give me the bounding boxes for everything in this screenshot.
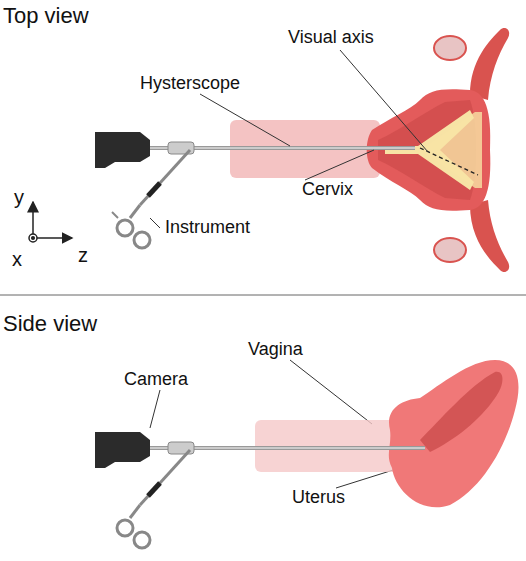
part-label: Camera (124, 370, 188, 390)
axes (29, 202, 72, 242)
axis-label: y (14, 186, 24, 208)
uterus-side (389, 360, 519, 507)
camera-top (95, 132, 150, 168)
divider (0, 295, 526, 296)
part-label: Visual axis (288, 28, 374, 48)
part-label: Uterus (292, 488, 345, 508)
part-label: Instrument (165, 218, 250, 238)
part-label: Cervix (302, 180, 353, 200)
part-label: Vagina (248, 340, 303, 360)
axis-label: x (12, 248, 22, 270)
section-heading: Top view (3, 4, 89, 28)
leader-lines (150, 50, 428, 488)
visual-axis (420, 148, 478, 175)
camera-side (95, 432, 150, 468)
instrument-side (117, 450, 190, 548)
axis-label: z (78, 244, 88, 266)
section-heading: Side view (3, 312, 97, 336)
part-label: Hysterscope (140, 74, 240, 94)
